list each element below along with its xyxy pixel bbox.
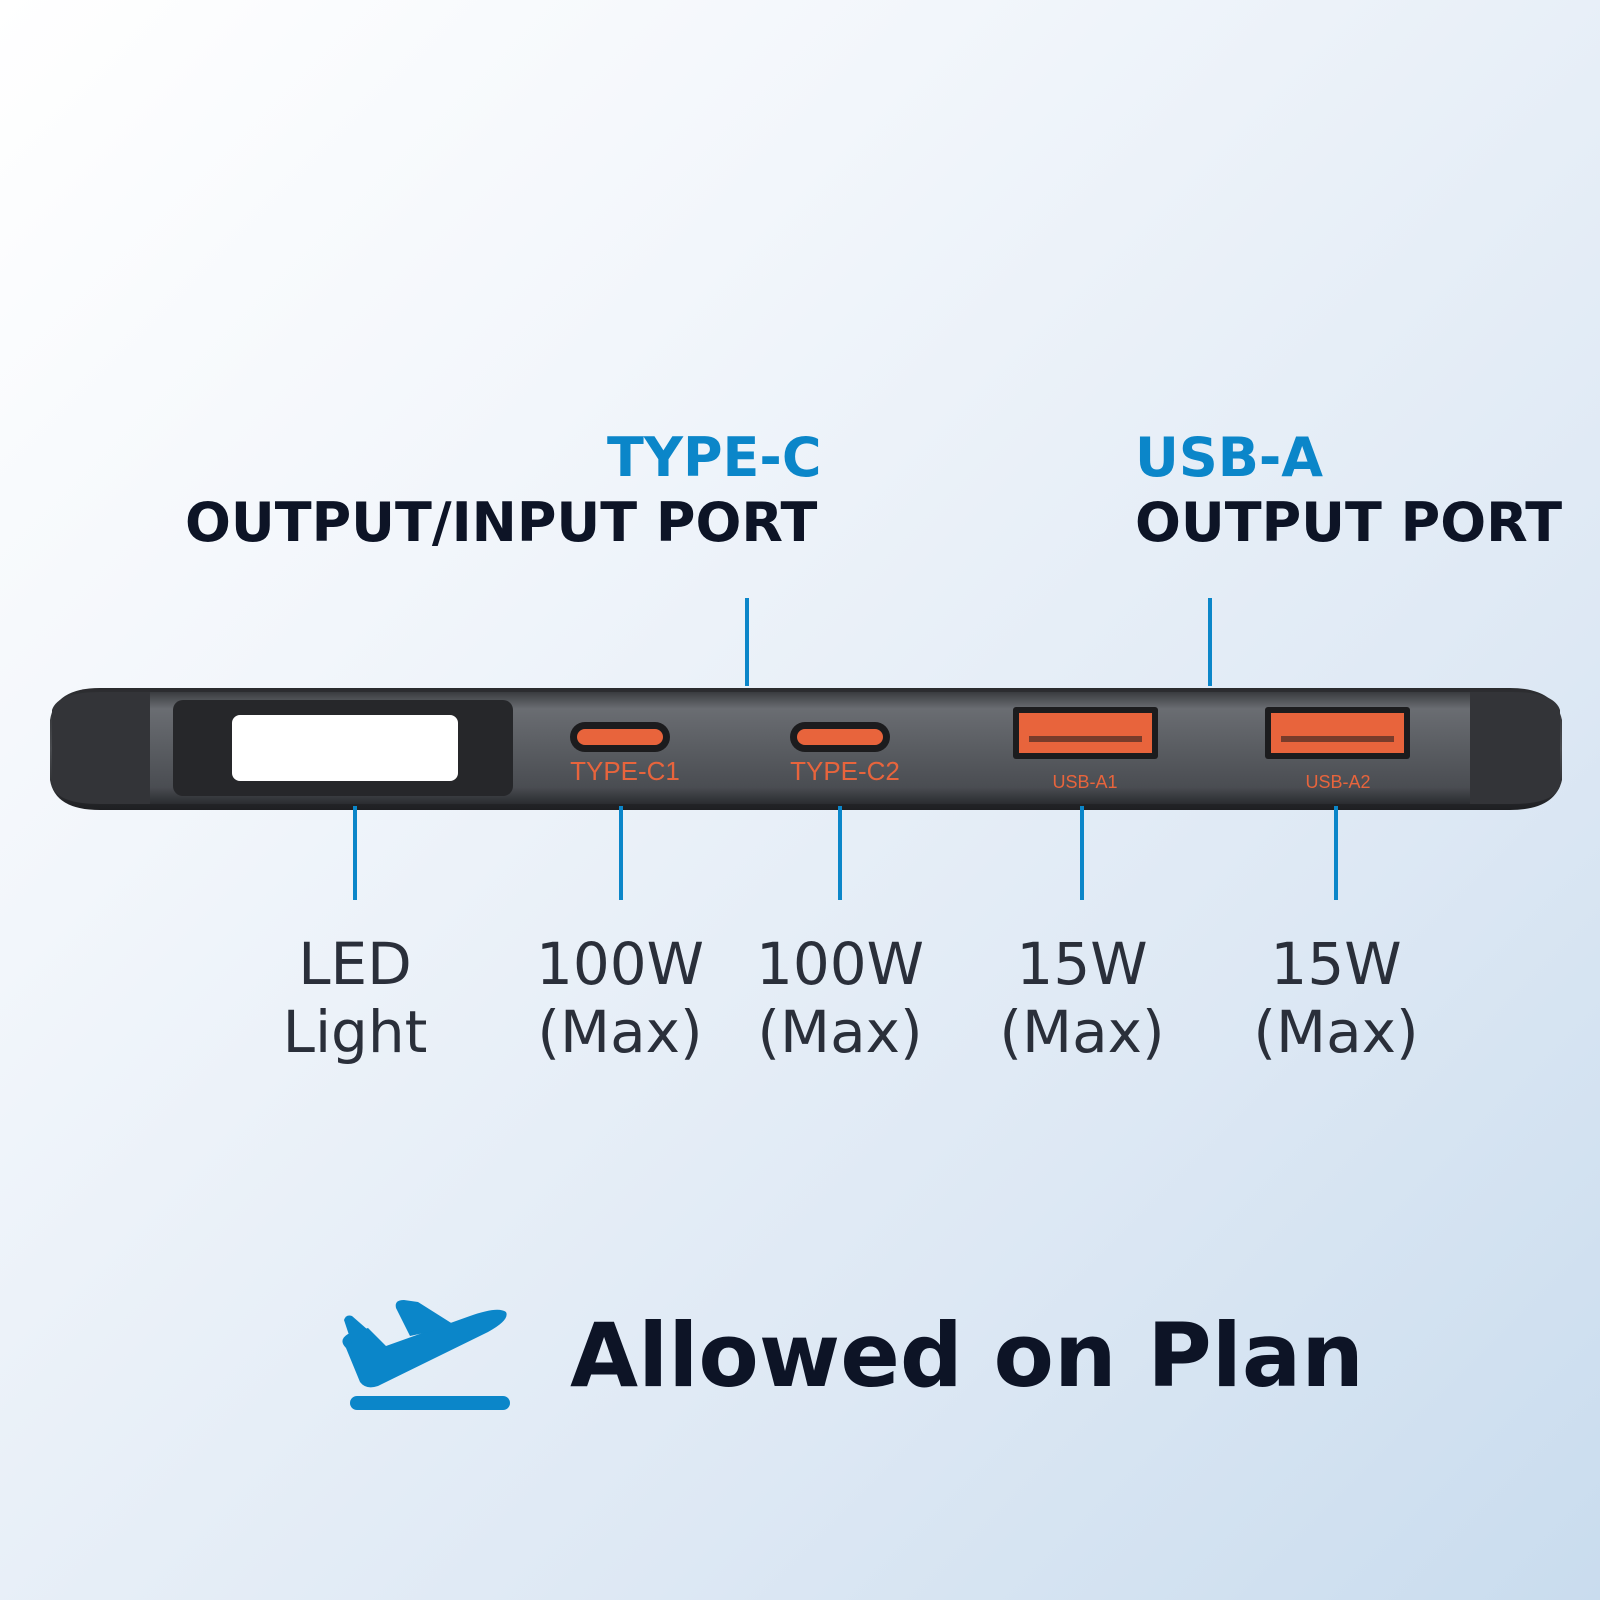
left-end-cap bbox=[52, 692, 150, 804]
typec2-port-label: TYPE-C2 bbox=[790, 756, 900, 786]
allowed-on-plan-text: Allowed on Plan bbox=[570, 1304, 1364, 1407]
led-connector bbox=[353, 806, 357, 900]
led-spec: LED Light bbox=[245, 930, 465, 1066]
usba1-spec: 15W (Max) bbox=[972, 930, 1192, 1066]
right-end-cap bbox=[1470, 692, 1560, 804]
typec1-connector bbox=[619, 806, 623, 900]
usba1-spec-line1: 15W bbox=[1016, 930, 1148, 998]
airplane-takeoff-icon bbox=[342, 1300, 510, 1410]
typec1-spec: 100W (Max) bbox=[510, 930, 730, 1066]
typec2-spec-line1: 100W bbox=[755, 930, 925, 998]
usba1-connector bbox=[1080, 806, 1084, 900]
typec-heading-accent: TYPE-C bbox=[607, 426, 822, 489]
power-bank-side-view bbox=[50, 688, 1562, 810]
typec2-spec-line2: (Max) bbox=[757, 998, 923, 1066]
led-spec-line1: LED bbox=[298, 930, 412, 998]
usba2-spec-line2: (Max) bbox=[1253, 998, 1419, 1066]
typec-heading-main: OUTPUT/INPUT PORT bbox=[185, 491, 818, 554]
usba2-connector bbox=[1334, 806, 1338, 900]
typec1-spec-line1: 100W bbox=[535, 930, 705, 998]
usba1-spec-line2: (Max) bbox=[999, 998, 1165, 1066]
usba-heading-accent: USB-A bbox=[1135, 426, 1324, 489]
led-spec-line2: Light bbox=[282, 998, 428, 1066]
typec1-port-label: TYPE-C1 bbox=[570, 756, 680, 786]
typec-heading-connector bbox=[745, 598, 749, 686]
typec1-spec-line2: (Max) bbox=[537, 998, 703, 1066]
usba-heading-main: OUTPUT PORT bbox=[1135, 491, 1563, 554]
typec2-spec: 100W (Max) bbox=[730, 930, 950, 1066]
usba2-spec: 15W (Max) bbox=[1226, 930, 1446, 1066]
usba2-spec-line1: 15W bbox=[1270, 930, 1402, 998]
usba2-port-label: USB-A2 bbox=[1305, 772, 1371, 792]
led-light bbox=[232, 715, 458, 781]
typec2-connector bbox=[838, 806, 842, 900]
usba1-port-label: USB-A1 bbox=[1052, 772, 1118, 792]
usba-heading-connector bbox=[1208, 598, 1212, 686]
